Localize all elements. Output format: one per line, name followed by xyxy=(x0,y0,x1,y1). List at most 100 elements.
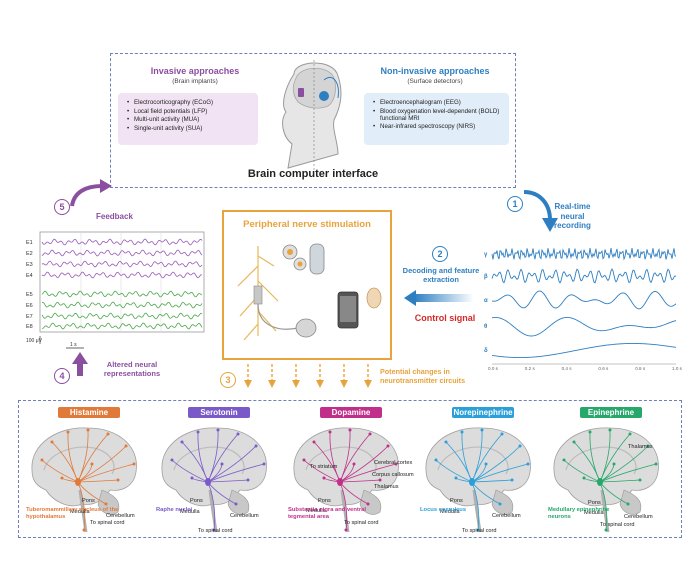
eeg-trace xyxy=(41,271,203,279)
invasive-item: Multi-unit activity (MUA) xyxy=(127,116,250,123)
nucleus-marker xyxy=(75,478,81,486)
anatomy-label: To spinal cord xyxy=(344,520,379,526)
band-label: θ xyxy=(484,324,487,330)
nucleus-marker xyxy=(469,478,475,486)
channel-label: E8 xyxy=(26,324,33,330)
anatomy-label: Pons xyxy=(450,498,463,504)
band-trace xyxy=(491,268,677,284)
anatomy-label: Cerebellum xyxy=(492,513,521,519)
anatomy-label: Pons xyxy=(318,498,331,504)
neurotransmitter-title: Histamine xyxy=(58,407,120,418)
anatomy-label: Thalamus xyxy=(628,444,653,450)
head-illustration xyxy=(282,60,342,170)
time-tick: 0.8 s xyxy=(635,366,646,371)
step-2-badge: 2 xyxy=(432,246,448,262)
eeg-trace xyxy=(41,301,203,309)
noninvasive-list: Electroencephalogram (EEG) Blood oxygena… xyxy=(364,93,509,145)
eeg-trace xyxy=(41,238,203,246)
neurotransmitter-title: Epinephrine xyxy=(580,407,642,418)
channel-label: E1 xyxy=(26,240,33,246)
invasive-sub: (Brain implants) xyxy=(172,78,218,85)
invasive-heading: Invasive approaches xyxy=(150,66,240,76)
pulse-generator-icon xyxy=(295,318,317,338)
anatomy-label: Cerebral cortex xyxy=(374,460,412,466)
noninvasive-item: Near-infrared spectroscopy (NIRS) xyxy=(373,123,501,130)
electrode-icon xyxy=(319,91,329,101)
band-trace xyxy=(491,290,677,310)
step-5-badge: 5 xyxy=(54,199,70,215)
invasive-list: Electrocorticography (ECoG) Local field … xyxy=(118,93,258,145)
channel-label: E5 xyxy=(26,292,33,298)
channel-label: E6 xyxy=(26,303,33,309)
time-tick: 1.0 s xyxy=(672,366,683,371)
noninvasive-item: Blood oxygenation level-dependent (BOLD)… xyxy=(373,108,501,122)
step-4-badge: 4 xyxy=(54,368,70,384)
feedback-label: Feedback xyxy=(96,212,133,221)
anatomy-label: Medulla xyxy=(306,508,326,514)
anatomy-label: Corpus callosum xyxy=(372,472,414,478)
band-trace xyxy=(491,247,677,261)
nucleus-marker xyxy=(597,478,603,486)
anatomy-label: Cerebellum xyxy=(624,514,653,520)
noninvasive-heading: Non-invasive approaches xyxy=(380,66,490,76)
control-signal-label: Control signal xyxy=(414,313,476,323)
time-tick: 0.0 s xyxy=(488,366,499,371)
nucleus-marker xyxy=(205,478,211,486)
time-tick: 0.6 s xyxy=(598,366,609,371)
anatomy-label: Cerebellum xyxy=(230,513,259,519)
feedback-arrow xyxy=(70,179,112,207)
neurotransmitter-changes-label: Potential changes in neurotransmitter ci… xyxy=(380,367,466,385)
anatomy-label: Cerebellum xyxy=(106,513,135,519)
band-trace xyxy=(491,343,677,359)
anatomy-label: Medulla xyxy=(440,509,460,515)
altered-arrow xyxy=(72,352,88,376)
pns-title: Peripheral nerve stimulation xyxy=(243,219,371,230)
eeg-trace xyxy=(41,290,203,298)
neurotransmitter-title: Dopamine xyxy=(320,407,382,418)
anatomy-label: To spinal cord xyxy=(90,520,125,526)
origin-nucleus-label: Substantia nigra and ventral tegmental a… xyxy=(288,507,366,520)
bci-title: Brain computer interface xyxy=(247,168,379,180)
invasive-item: Local field potentials (LFP) xyxy=(127,108,250,115)
anatomy-label: To spinal cord xyxy=(198,528,233,534)
neurotransmitter-panel xyxy=(18,400,682,538)
invasive-item: Electrocorticography (ECoG) xyxy=(127,99,250,106)
channel-label: E3 xyxy=(26,262,33,268)
anatomy-label: Pons xyxy=(82,498,95,504)
altered-representations-label: Altered neural representations xyxy=(103,360,161,378)
anatomy-label: Medulla xyxy=(70,509,90,515)
time-tick: 0.4 s xyxy=(562,366,573,371)
noninvasive-item: Electroencephalogram (EEG) xyxy=(373,99,501,106)
band-label: α xyxy=(484,298,488,304)
scale-voltage: 100 μV xyxy=(26,338,43,344)
step-1-badge: 1 xyxy=(507,196,523,212)
anatomy-label: To spinal cord xyxy=(600,522,635,528)
origin-nucleus-label: Tuberomammillary nucleus of the hypothal… xyxy=(26,507,119,520)
band-label: γ xyxy=(484,252,488,258)
pns-devices-illustration xyxy=(237,243,382,341)
noninvasive-sub: (Surface detectors) xyxy=(407,78,463,85)
origin-nucleus-label: Medullary epinephrine neurons xyxy=(548,507,610,520)
band-label: β xyxy=(484,274,488,280)
neurotransmitter-title: Serotonin xyxy=(188,407,250,418)
recording-label: Real-time neural recording xyxy=(554,202,591,231)
anatomy-label: To spinal cord xyxy=(462,528,497,534)
anatomy-label: Pons xyxy=(190,498,203,504)
eeg-trace xyxy=(41,322,203,330)
eeg-trace xyxy=(41,312,203,320)
anatomy-label: Medulla xyxy=(180,509,200,515)
decoding-label: Decoding and feature extraction xyxy=(402,266,480,284)
origin-nucleus-label: Raphe nuclei xyxy=(156,507,193,513)
band-label: δ xyxy=(484,348,488,354)
anatomy-label: Thalamus xyxy=(374,484,399,490)
origin-nucleus-label: Locus coeruleus xyxy=(420,507,467,513)
neurotransmitter-arrows xyxy=(244,364,372,388)
channel-label: E4 xyxy=(26,273,33,279)
implant-icon xyxy=(298,88,304,97)
